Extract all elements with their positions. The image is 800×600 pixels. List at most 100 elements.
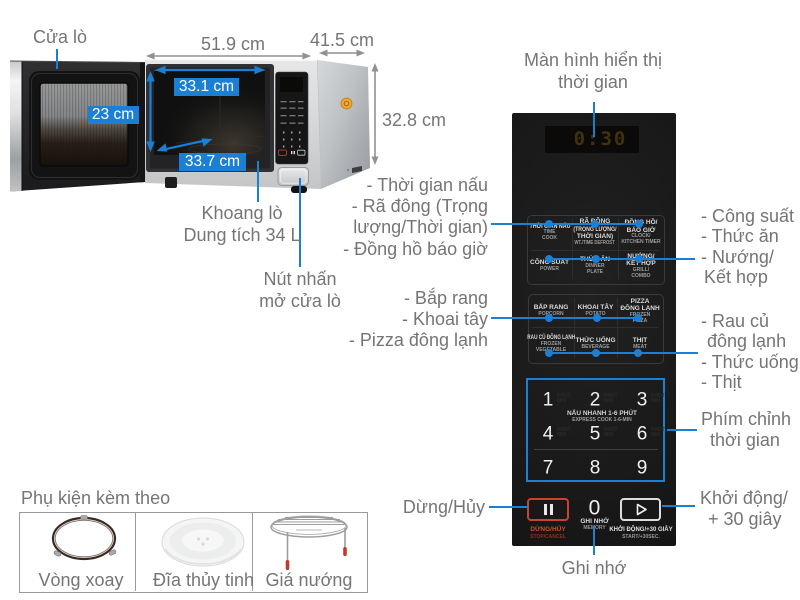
pointer-memory [593, 525, 596, 555]
key-label-en: TIME [543, 229, 556, 236]
numpad-digit-5: 5 [589, 423, 601, 444]
key-label-en: GRILL/ [632, 266, 650, 273]
label-line: Phím chỉnh [701, 409, 792, 429]
dim-width: 51.9 cm [200, 33, 266, 54]
key-group-separator [572, 219, 573, 279]
key-label-vi: KHOAI TÂY [577, 304, 614, 312]
key-group-separator [532, 327, 658, 328]
pointer-numpad [667, 429, 697, 431]
label-line: - Nướng/ [701, 246, 774, 267]
label-memory: Ghi nhớ [561, 557, 627, 578]
start-triangle-icon [636, 503, 647, 516]
label-numpad: Phím chỉnh thời gian [701, 409, 791, 450]
unit-label-en: MIN [557, 398, 567, 404]
label-line: Màn hình hiển thị [523, 50, 663, 70]
numpad-digit-2: 2 [589, 389, 601, 410]
unit-label-en: MIN [651, 398, 661, 404]
label-door-button: Nút nhấn mở cửa lò [259, 268, 341, 312]
label-line: - Rã đông (Trọng [351, 196, 488, 217]
dot-potato [592, 314, 601, 323]
key-label-vi: RAU CỦ ĐÔNG LẠNH [527, 334, 575, 342]
label-cavity: Khoang lò Dung tích 34 L [183, 203, 300, 246]
start-label-en: START/+30SEC. [622, 533, 660, 540]
label-line: - Bắp rang [403, 288, 488, 308]
label-line: + 30 giây [708, 508, 782, 529]
unit-label-en: MIN [557, 432, 567, 438]
stop-cancel-button [527, 498, 569, 521]
label-line: thời gian [710, 429, 780, 450]
dot-beverage [591, 349, 600, 358]
dimension-arrows [146, 49, 379, 165]
key-label-en: COMBO [631, 272, 651, 279]
label-line: - Khoai tây [401, 308, 488, 329]
key-group-separator [617, 298, 618, 358]
pointer-door-button [298, 178, 301, 267]
accessories-title: Phụ kiện kèm theo [21, 488, 171, 508]
dot-frozen-vegetable [545, 349, 554, 358]
unit-label-vi: PHÚT [651, 427, 665, 433]
dot-defrost [591, 220, 599, 228]
memory-label-vi: GHI NHỚ [580, 517, 609, 525]
dot-grill [634, 255, 643, 263]
pointer-door [56, 49, 58, 69]
microwave-door [9, 60, 146, 192]
dot-pizza [634, 314, 643, 323]
label-line: Dung tích 34 L [183, 224, 301, 245]
numpad-separator [534, 449, 658, 450]
dot-popcorn [545, 314, 554, 323]
key-potato: KHOAI TÂY POTATO [574, 295, 617, 327]
key-group-separator [618, 219, 619, 279]
accessory-label-grill-rack: Giá nướng [265, 569, 353, 590]
numpad-digit-1: 1 [542, 389, 554, 411]
label-row4: - Rau củ đông lạnh - Thức uống - Thịt [701, 311, 799, 393]
label-line: - Rau củ [701, 311, 770, 331]
numpad-digit-3: 3 [636, 389, 648, 411]
label-line: - Thời gian nấu [366, 175, 488, 195]
roller-ring-icon [51, 515, 117, 561]
key-label-vi: BÁO GIỜ [626, 226, 656, 234]
label-start: Khởi động/ + 30 giây [700, 488, 788, 530]
dot-power [545, 255, 554, 263]
dot-time-cook [545, 220, 554, 228]
numpad-digit-7: 7 [542, 457, 554, 479]
accessories-box [19, 512, 368, 593]
key-label-en: POTATO [586, 311, 606, 318]
label-display: Màn hình hiển thị thời gian [524, 49, 662, 93]
key-label-vi: (TRỌNG LƯỢNG/ [573, 225, 617, 233]
numpad-note-vi: NẤU NHANH 1-6 PHÚT [566, 409, 638, 417]
glass-plate-icon [161, 517, 245, 567]
key-group-1 [527, 215, 665, 285]
label-line: - Thịt [701, 372, 742, 393]
stop-cancel-label-vi: DỪNG/HỦY [530, 526, 566, 533]
pointer-row3 [491, 317, 638, 319]
key-label-en: POWER [540, 265, 559, 272]
key-label-vi: BẮP RANG [533, 304, 569, 312]
numpad-digit-8: 8 [589, 457, 601, 479]
numpad-digit-6: 6 [636, 423, 648, 445]
pointer-row2 [550, 258, 695, 260]
grill-rack-icon [270, 515, 348, 570]
numpad [526, 378, 665, 482]
label-line: - Thức ăn [701, 226, 779, 246]
label-line: Khoang lò [201, 203, 283, 223]
key-label-vi: ĐÔNG LẠNH [620, 305, 660, 313]
pointer-display [592, 102, 595, 137]
numpad-digit-4: 4 [542, 423, 554, 445]
dim-depth: 41.5 cm [309, 29, 375, 50]
key-popcorn: BẮP RANG POPCORN [528, 295, 574, 327]
accessories-divider [135, 512, 136, 591]
dot-meat [634, 349, 643, 358]
accessory-label-glass-plate: Đĩa thủy tinh [152, 569, 255, 590]
key-meat: THỊT MEAT [617, 327, 663, 361]
pointer-cavity [256, 161, 259, 202]
badge-inner-depth: 33.7 cm [179, 153, 246, 171]
unit-label-en: MIN [604, 398, 614, 404]
key-label-en: KITCHEN TIMER [621, 239, 661, 245]
label-line: Nút nhấn [263, 269, 337, 289]
key-label-vi: THỜI GIAN) [576, 233, 614, 241]
label-line: lượng/Thời gian) [353, 217, 488, 238]
key-group-separator [531, 250, 659, 251]
